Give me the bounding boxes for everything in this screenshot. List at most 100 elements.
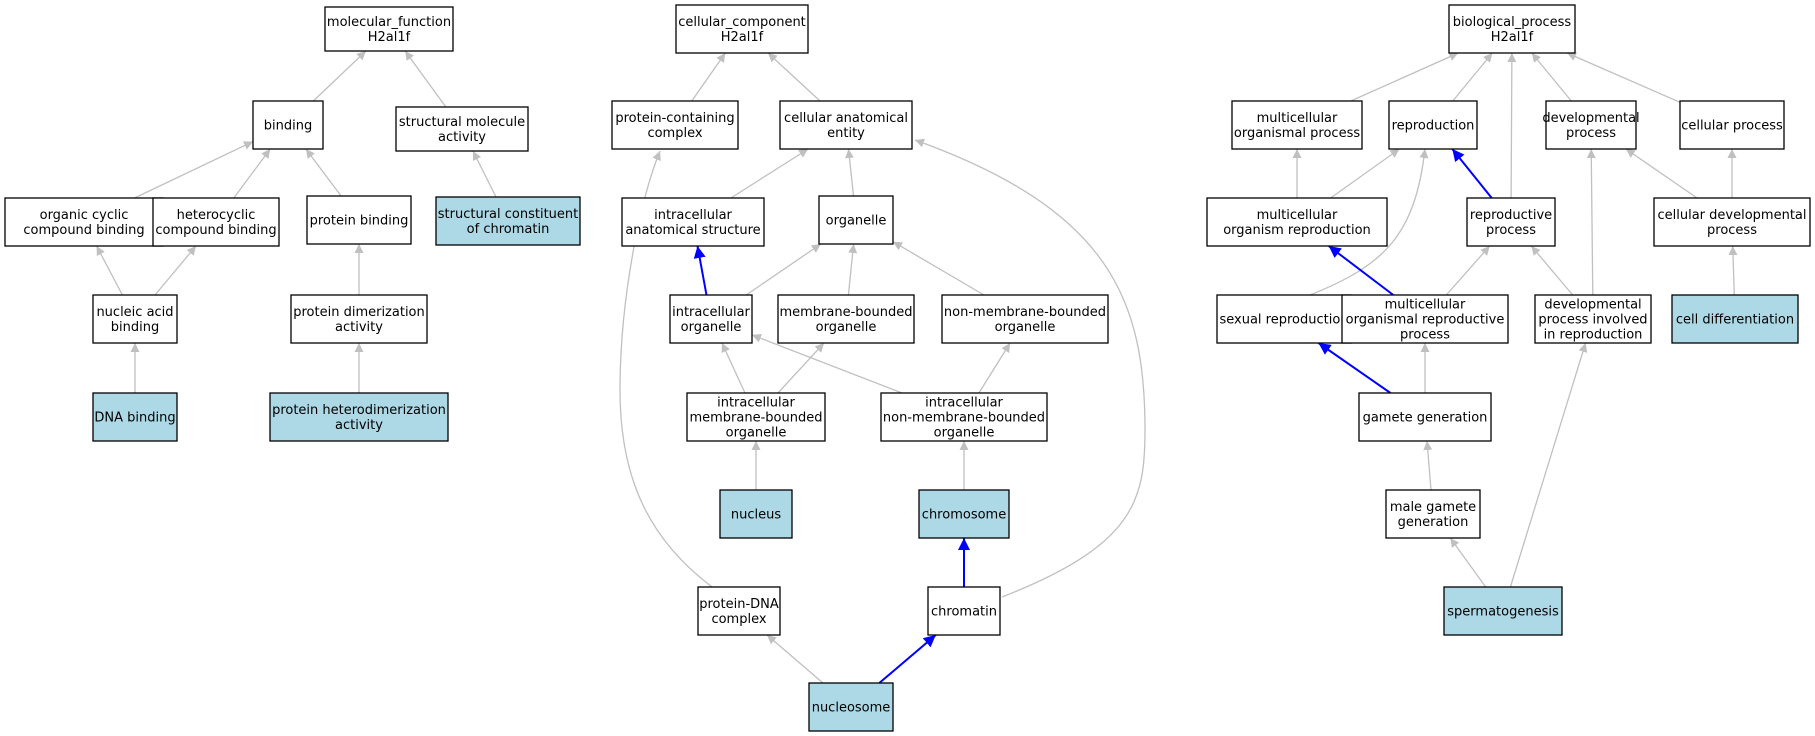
node-box [675, 4, 809, 54]
node-box [1388, 100, 1478, 150]
node-label-line: compound binding [23, 223, 144, 238]
node-label-line: complex [647, 126, 702, 141]
edge-hccb-to-binding [233, 148, 271, 199]
node-label-line: membrane-bounded [689, 411, 822, 426]
node-box [686, 392, 826, 442]
go-term-node-dnab[interactable]: DNA binding [92, 392, 178, 442]
go-term-node-inmbo[interactable]: intracellularnon-membrane-boundedorganel… [880, 392, 1048, 442]
node-label-line: H2al1f [1491, 30, 1534, 45]
node-box [1679, 100, 1785, 150]
go-term-node-sperm[interactable]: spermatogenesis [1443, 586, 1563, 636]
node-box [252, 100, 324, 150]
node-box [1466, 197, 1556, 247]
edge-morp-to-rp [1445, 245, 1491, 296]
node-label-line: molecular_function [327, 15, 451, 30]
node-label-line: cellular_component [678, 15, 806, 30]
node-label-line: protein heterodimerization [272, 403, 446, 418]
node-label-line: cellular process [1681, 119, 1783, 134]
node-label-line: gamete generation [1363, 411, 1488, 426]
edge-io-to-ias [693, 245, 708, 296]
edge-chromatin-to-cae [914, 138, 1146, 598]
edge-mor-to-repro [1330, 148, 1400, 199]
go-term-node-cd[interactable]: cell differentiation [1671, 294, 1799, 344]
node-label-line: organelle [681, 320, 742, 335]
node-box [1206, 197, 1388, 247]
node-box [918, 489, 1010, 539]
node-label-line: binding [264, 119, 312, 134]
go-term-node-nucleus[interactable]: nucleus [719, 489, 793, 539]
node-box [611, 100, 739, 150]
edge-nucleosome-to-pdnac [766, 634, 824, 684]
node-box [941, 294, 1109, 344]
node-box [1358, 392, 1492, 442]
go-term-node-chromosome[interactable]: chromosome [918, 489, 1010, 539]
edge-ias-to-cae [730, 148, 809, 199]
go-term-node-nucleosome[interactable]: nucleosome [808, 682, 894, 732]
node-label-line: intracellular [925, 396, 1003, 411]
node-label-line: anatomical structure [625, 223, 760, 238]
go-term-node-binding[interactable]: binding [252, 100, 324, 150]
node-box [92, 392, 178, 442]
edge-sma-to-mf [404, 50, 447, 108]
node-label-line: developmental [1542, 111, 1639, 126]
edge-nab-to-hccb [154, 245, 197, 296]
go-term-node-repro[interactable]: reproduction [1388, 100, 1478, 150]
go-term-node-gg[interactable]: gamete generation [1358, 392, 1492, 442]
edge-inmbo-to-nmbo [978, 342, 1011, 394]
node-box [435, 196, 581, 246]
node-label-line: non-membrane-bounded [944, 305, 1106, 320]
node-label-line: protein-DNA [699, 597, 779, 612]
node-label-line: organelle [826, 214, 887, 229]
node-label-line: entity [827, 126, 865, 141]
node-label-line: chromosome [922, 508, 1006, 523]
node-box [290, 294, 428, 344]
edge-rp-to-repro [1451, 148, 1493, 199]
edge-devp-to-bp [1531, 52, 1572, 102]
node-box [1385, 489, 1481, 539]
node-box [152, 197, 280, 247]
edge-sr-to-repro [1309, 148, 1429, 296]
node-label-line: chromatin [931, 605, 997, 620]
node-box [779, 100, 913, 150]
edge-morp-to-mor [1328, 245, 1394, 296]
edge-cae-to-cc [767, 52, 821, 102]
edge-rp-to-bp [1507, 52, 1517, 199]
go-term-node-cp[interactable]: cellular process [1679, 100, 1785, 150]
go-term-node-chromatin[interactable]: chromatin [927, 586, 1001, 636]
node-box [269, 392, 449, 442]
go-term-node-sr[interactable]: sexual reproduction [1216, 294, 1352, 344]
node-label-line: protein dimerization [293, 305, 425, 320]
edge-nab-to-occb [96, 245, 123, 296]
node-label-line: organelle [726, 426, 787, 441]
go-term-node-pb[interactable]: protein binding [306, 195, 412, 245]
go-term-node-org[interactable]: organelle [818, 195, 894, 245]
node-label-line: organismal reproductive [1346, 313, 1505, 328]
node-label-line: reproductive [1470, 208, 1552, 223]
